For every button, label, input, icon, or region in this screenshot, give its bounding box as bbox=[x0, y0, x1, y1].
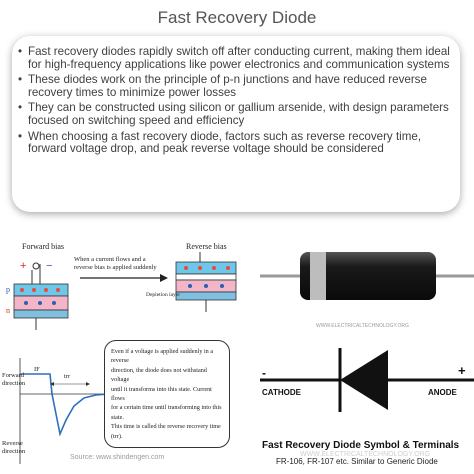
bullet-list: Fast recovery diodes rapidly switch off … bbox=[18, 45, 458, 159]
bullet-item: They can be constructed using silicon or… bbox=[18, 102, 458, 127]
depletion-label: Depletion layer bbox=[146, 292, 181, 298]
recovery-waveform bbox=[19, 358, 111, 464]
bubble-line: for a certain time until transforming in… bbox=[111, 404, 222, 412]
bubble-line: This time is called the reverse recovery… bbox=[111, 423, 221, 440]
bubble-line: until it transforms into this state. Cur… bbox=[111, 385, 212, 403]
if-label: IF bbox=[34, 366, 40, 373]
reverse-direction-label: Reverse direction bbox=[2, 440, 26, 455]
bubble-line: state. bbox=[111, 413, 124, 421]
transition-text: When a current flows and a reverse bias … bbox=[74, 256, 157, 271]
bullet-item: Fast recovery diodes rapidly switch off … bbox=[18, 45, 458, 71]
symbol-subcaption: FR-106, FR-107 etc. Similar to Generic D… bbox=[276, 457, 438, 466]
plus-sign: + bbox=[20, 260, 27, 272]
n-label: n bbox=[6, 306, 10, 315]
bullet-item: These diodes work on the principle of p-… bbox=[18, 73, 458, 99]
reverse-bias-label: Reverse bias bbox=[186, 242, 227, 251]
diode-photo bbox=[260, 252, 474, 300]
p-label: p bbox=[6, 285, 10, 294]
shindengen-source: Source: www.shindengen.com bbox=[70, 454, 165, 461]
symbol-caption: Fast Recovery Diode Symbol & Terminals bbox=[262, 440, 460, 451]
photo-source: WWW.ELECTRICALTECHNOLOGY.ORG bbox=[316, 323, 409, 329]
bullet-item: When choosing a fast recovery diode, fac… bbox=[18, 130, 458, 156]
forward-bias-label: Forward bias bbox=[22, 242, 64, 251]
explanation-bubble: Even if a voltage is applied suddenly in… bbox=[104, 340, 230, 448]
bubble-line: Even if a voltage is applied suddenly in… bbox=[111, 348, 214, 365]
anode-plus: + bbox=[458, 363, 466, 378]
page-title: Fast Recovery Diode bbox=[157, 8, 317, 27]
trr-label: trr bbox=[64, 373, 71, 380]
bubble-line: direction, the diode does not withstand … bbox=[111, 366, 207, 384]
cathode-label: CATHODE bbox=[262, 388, 301, 397]
forward-bias-cell bbox=[13, 252, 237, 330]
anode-label: ANODE bbox=[428, 388, 457, 397]
symbol-watermark: WWW.ELECTRICALTECHNOLOGY.ORG bbox=[300, 451, 431, 458]
diode-symbol bbox=[260, 348, 474, 412]
cathode-minus: - bbox=[262, 366, 266, 380]
minus-sign: − bbox=[46, 260, 53, 272]
forward-direction-label: Forward direction bbox=[2, 372, 26, 387]
bias-diagram: Forward bias Reverse bias When a current… bbox=[0, 230, 260, 474]
